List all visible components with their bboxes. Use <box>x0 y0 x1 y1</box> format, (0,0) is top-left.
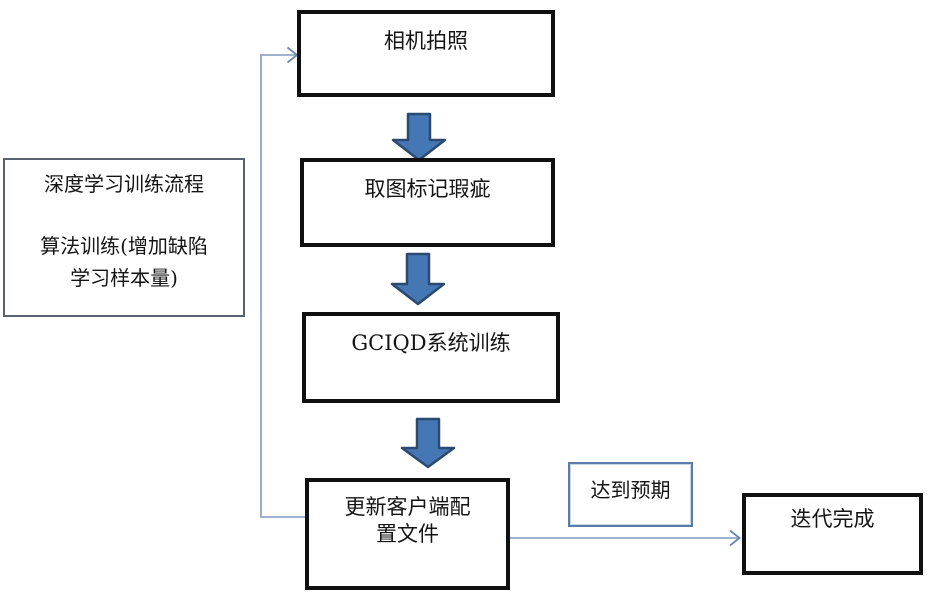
node-mark-defects: 取图标记瑕疵 <box>300 158 555 247</box>
down-block-arrow-icon <box>390 252 446 306</box>
node-iteration-complete: 迭代完成 <box>742 493 923 575</box>
condition-label-expectation-met: 达到预期 <box>568 462 693 527</box>
node-gciqd-training: GCIQD系统训练 <box>302 312 560 403</box>
loop-back-connector <box>260 46 305 518</box>
arrowhead-right-icon <box>729 529 741 547</box>
node-label: 更新客户端配置文件 <box>344 495 471 546</box>
down-block-arrow-icon <box>400 417 456 469</box>
node-label: 达到预期 <box>590 478 671 502</box>
annotation-line: 深度学习训练流程 <box>44 172 204 196</box>
annotation-line: 学习样本量) <box>70 266 178 290</box>
annotation-deep-learning-process: 深度学习训练流程 算法训练(增加缺陷 学习样本量) <box>3 158 245 317</box>
annotation-line: 算法训练(增加缺陷 <box>40 234 208 258</box>
node-label: 取图标记瑕疵 <box>364 177 491 201</box>
iteration-complete-connector <box>510 529 741 547</box>
node-label: 迭代完成 <box>790 507 875 531</box>
down-block-arrow-icon <box>391 112 447 162</box>
node-update-client-config: 更新客户端配置文件 <box>305 478 510 590</box>
node-label: GCIQD系统训练 <box>351 331 511 355</box>
node-camera-capture: 相机拍照 <box>297 10 555 97</box>
node-label: 相机拍照 <box>384 29 468 53</box>
